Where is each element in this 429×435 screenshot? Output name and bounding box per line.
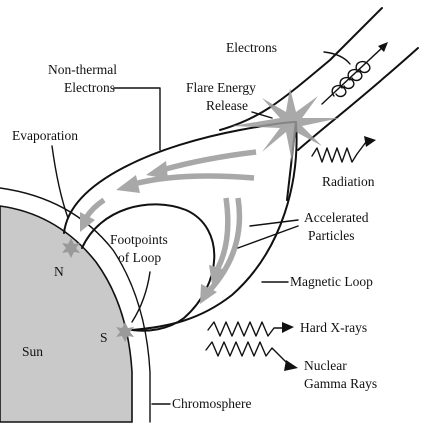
label-accelerated-2: Particles <box>308 228 355 243</box>
leader-accelerated-1 <box>249 219 299 227</box>
leader-nonthermal <box>113 87 161 151</box>
label-n: N <box>54 264 64 279</box>
gamma-rays-wave <box>205 341 298 371</box>
label-radiation: Radiation <box>322 174 375 189</box>
label-electrons: Electrons <box>226 40 277 55</box>
leader-electrons <box>323 51 351 65</box>
sun-disk <box>0 205 133 423</box>
label-accelerated-1: Accelerated <box>304 210 369 225</box>
label-footpoints-1: Footpoints <box>110 232 168 247</box>
leader-evaporation <box>51 145 69 219</box>
hard-xrays-wave <box>207 321 294 337</box>
magnetic-loop-inner <box>81 203 216 332</box>
electron-spiral <box>321 42 388 105</box>
label-nonthermal-1: Non-thermal <box>48 62 117 77</box>
footpoint-s-star <box>116 322 134 342</box>
label-nuclear-1: Nuclear <box>304 358 347 373</box>
chromosphere-line <box>0 187 151 423</box>
leader-flare <box>251 111 273 119</box>
leader-accelerated-2 <box>237 225 299 249</box>
label-footpoints-2: of Loop <box>118 250 161 265</box>
footpoint-n-star <box>62 238 80 258</box>
nonthermal-electron-arrows <box>80 149 257 232</box>
label-magnetic-loop: Magnetic Loop <box>290 274 373 289</box>
label-nonthermal-2: Electrons <box>64 80 115 95</box>
leader-footpoints <box>131 271 151 323</box>
field-line-left <box>219 7 383 131</box>
label-chromosphere: Chromosphere <box>172 396 251 411</box>
flare-burst <box>232 88 340 162</box>
label-flare-2: Release <box>206 98 248 113</box>
label-hard-xrays: Hard X-rays <box>300 320 367 335</box>
accelerated-particle-arrows <box>200 197 243 304</box>
label-s: S <box>100 330 108 345</box>
field-line-right <box>297 47 419 151</box>
label-flare-1: Flare Energy <box>186 80 256 95</box>
radiation-wave <box>311 136 376 163</box>
label-sun: Sun <box>22 344 43 359</box>
label-nuclear-2: Gamma Rays <box>304 376 377 391</box>
label-evaporation: Evaporation <box>12 128 78 143</box>
